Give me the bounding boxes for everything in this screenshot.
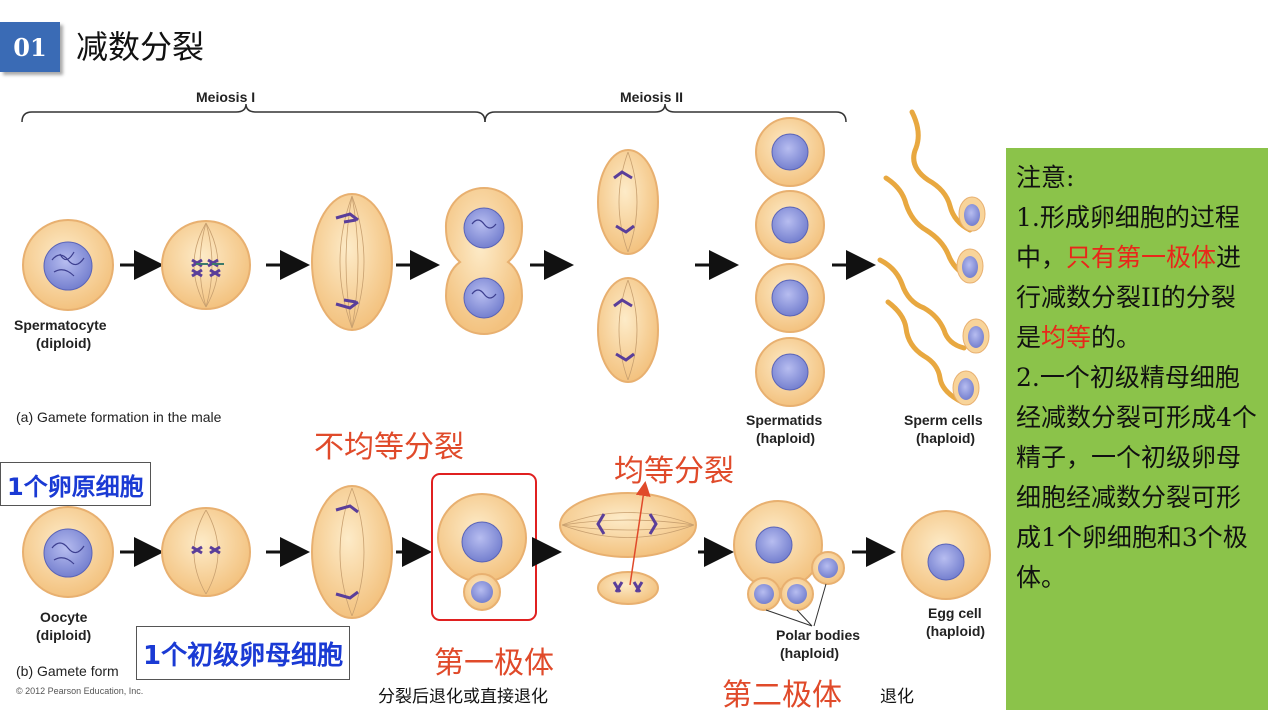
sperm-heads	[952, 196, 990, 406]
sperm-cells-label: Sperm cells	[904, 412, 983, 428]
spermatocyte-ploidy: (diploid)	[36, 335, 92, 351]
first-polar-body-label: 第一极体	[434, 646, 554, 681]
ootid-with-polar-bodies	[733, 500, 845, 627]
oocyte-cell	[22, 506, 114, 598]
female-caption: (b) Gamete form	[16, 663, 119, 679]
male-caption: (a) Gamete formation in the male	[16, 409, 222, 425]
meiosis2-bracket	[484, 103, 847, 123]
meiosis1-label: Meiosis I	[196, 89, 256, 105]
equal-division-label: 均等分裂	[614, 454, 734, 489]
copyright: © 2012 Pearson Education, Inc.	[16, 686, 144, 696]
unequal-division-label: 不均等分裂	[314, 430, 464, 465]
note-point-1: 1.形成卵细胞的过程中，只有第一极体进行减数分裂II的分裂是均等的。	[1016, 198, 1260, 358]
note-p1-highlight-2: 均等	[1041, 323, 1092, 352]
egg-ploidy: (haploid)	[926, 623, 986, 639]
spermatocyte-label: Spermatocyte	[14, 317, 107, 333]
degenerate-after-label: 分裂后退化或直接退化	[378, 687, 548, 707]
egg-cell	[901, 510, 991, 600]
female-anaphase1-cell	[311, 485, 393, 619]
oocyte-label: Oocyte	[40, 609, 88, 625]
meiosis2-metaphase-cells	[597, 149, 659, 383]
note-point-2: 2.一个初级精母细胞经减数分裂可形成4个精子，一个初级卵母细胞经减数分裂可形成1…	[1016, 363, 1257, 592]
equal-division-arrow	[629, 481, 651, 586]
meiosis2-label: Meiosis II	[620, 89, 684, 105]
meiosis2-female-cell	[559, 492, 697, 605]
oocyte-ploidy: (diploid)	[36, 627, 92, 643]
spermatids	[755, 117, 825, 407]
page-title: 减数分裂	[76, 28, 205, 66]
note-p1b: 进行减数分裂II的分裂是	[1016, 243, 1242, 352]
primary-oocyte-label: 1个初级卵母细胞	[136, 626, 351, 680]
degenerate-label: 退化	[880, 687, 914, 707]
telophase1-cell	[444, 186, 524, 335]
metaphase1-cell	[161, 220, 251, 310]
note-p1a: 1.形成卵细胞的过程中，	[1016, 203, 1240, 272]
sperm-ploidy: (haploid)	[916, 430, 976, 446]
oogonium-label: 1个卵原细胞	[0, 462, 151, 506]
spermatids-ploidy: (haploid)	[756, 430, 816, 446]
egg-cell-label: Egg cell	[928, 605, 982, 621]
meiosis1-bracket	[21, 103, 486, 123]
note-p1-highlight-1: 只有第一极体	[1066, 243, 1217, 272]
spermatids-label: Spermatids	[746, 412, 823, 428]
secondary-oocyte-with-polar-body	[437, 493, 527, 611]
note-heading: 注意:	[1016, 163, 1075, 192]
note-p1c: 的。	[1091, 323, 1142, 352]
spermatocyte-cell	[22, 219, 114, 311]
polar-ploidy: (haploid)	[780, 645, 840, 661]
sperm-cells	[877, 109, 973, 405]
female-metaphase1-cell	[161, 507, 251, 597]
second-polar-body-label: 第二极体	[722, 678, 842, 713]
note-panel: 注意: 1.形成卵细胞的过程中，只有第一极体进行减数分裂II的分裂是均等的。 2…	[1006, 148, 1268, 710]
polar-bodies-label: Polar bodies	[776, 627, 861, 643]
anaphase1-cell	[311, 193, 393, 331]
section-number-badge: 01	[0, 22, 60, 72]
